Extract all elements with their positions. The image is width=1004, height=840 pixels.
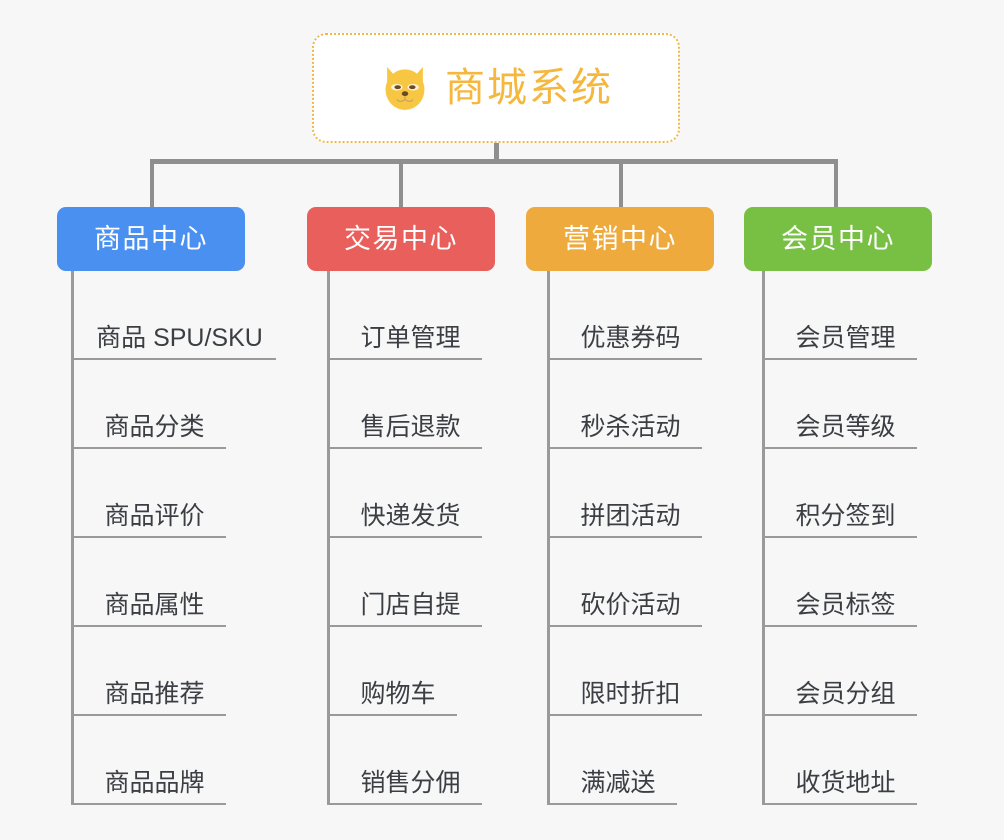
leaf-item-store-pickup[interactable]: 门店自提	[327, 538, 482, 627]
leaf-label: 商品 SPU/SKU	[96, 324, 263, 353]
leaf-item-sales-commission[interactable]: 销售分佣	[327, 716, 482, 805]
leaf-item-group-buy[interactable]: 拼团活动	[547, 449, 702, 538]
category-box-member-center[interactable]: 会员中心	[744, 207, 932, 271]
connector-horizontal-bus	[150, 159, 838, 164]
leaf-label: 限时折扣	[580, 680, 681, 709]
leaf-label: 商品推荐	[104, 680, 205, 709]
leaf-spine-member-center	[762, 271, 765, 805]
leaf-label: 订单管理	[360, 324, 461, 353]
leaf-label: 拼团活动	[580, 502, 681, 531]
category-label-product-center: 商品中心	[94, 223, 208, 254]
leaf-item-member-management[interactable]: 会员管理	[762, 271, 917, 360]
connector-drop-transaction-center	[399, 159, 403, 208]
leaf-label: 商品品牌	[104, 769, 205, 798]
leaf-item-bargain-activity[interactable]: 砍价活动	[547, 538, 702, 627]
connector-drop-marketing-center	[619, 159, 623, 208]
category-box-transaction-center[interactable]: 交易中心	[307, 207, 495, 271]
leaf-label: 秒杀活动	[580, 413, 681, 442]
leaf-label: 收货地址	[795, 769, 896, 798]
leaf-item-points-checkin[interactable]: 积分签到	[762, 449, 917, 538]
category-label-marketing-center: 营销中心	[563, 223, 677, 254]
leaf-item-full-reduction-gift[interactable]: 满减送	[547, 716, 677, 805]
leaf-item-product-category[interactable]: 商品分类	[71, 360, 226, 449]
leaf-item-product-brand[interactable]: 商品品牌	[71, 716, 226, 805]
leaf-item-coupon-code[interactable]: 优惠券码	[547, 271, 702, 360]
leaf-item-member-group[interactable]: 会员分组	[762, 627, 917, 716]
leaf-label: 门店自提	[360, 591, 461, 620]
leaf-item-shipping-address[interactable]: 收货地址	[762, 716, 917, 805]
leaf-label: 砍价活动	[580, 591, 681, 620]
leaf-label: 快递发货	[360, 502, 461, 531]
leaf-spine-product-center	[71, 271, 74, 805]
leaf-item-express-shipping[interactable]: 快递发货	[327, 449, 482, 538]
category-label-member-center: 会员中心	[781, 223, 895, 254]
leaf-label: 商品分类	[104, 413, 205, 442]
leaf-label: 商品属性	[104, 591, 205, 620]
connector-drop-product-center	[150, 159, 154, 208]
leaf-spine-marketing-center	[547, 271, 550, 805]
connector-drop-member-center	[834, 159, 838, 208]
root-node-mall-system[interactable]: 商城系统	[312, 33, 680, 143]
leaf-item-member-tag[interactable]: 会员标签	[762, 538, 917, 627]
leaf-label: 会员标签	[795, 591, 896, 620]
category-box-marketing-center[interactable]: 营销中心	[526, 207, 714, 271]
leaf-label: 优惠券码	[580, 324, 681, 353]
leaf-item-product-spu-sku[interactable]: 商品 SPU/SKU	[71, 271, 276, 360]
leaf-spine-transaction-center	[327, 271, 330, 805]
leaf-item-order-management[interactable]: 订单管理	[327, 271, 482, 360]
leaf-item-flash-sale[interactable]: 秒杀活动	[547, 360, 702, 449]
leaf-item-member-level[interactable]: 会员等级	[762, 360, 917, 449]
root-node-title: 商城系统	[445, 66, 613, 110]
leaf-item-shopping-cart[interactable]: 购物车	[327, 627, 457, 716]
leaf-item-after-sales-refund[interactable]: 售后退款	[327, 360, 482, 449]
leaf-label: 会员等级	[795, 413, 896, 442]
leaf-label: 销售分佣	[360, 769, 461, 798]
leaf-label: 会员管理	[795, 324, 896, 353]
leaf-item-product-review[interactable]: 商品评价	[71, 449, 226, 538]
connector-root-stem	[494, 143, 499, 163]
leaf-label: 商品评价	[104, 502, 205, 531]
category-label-transaction-center: 交易中心	[344, 223, 458, 254]
shiba-dog-face-icon	[385, 66, 425, 110]
leaf-item-product-attribute[interactable]: 商品属性	[71, 538, 226, 627]
leaf-item-limited-time-discount[interactable]: 限时折扣	[547, 627, 702, 716]
leaf-label: 积分签到	[795, 502, 896, 531]
leaf-item-product-recommend[interactable]: 商品推荐	[71, 627, 226, 716]
leaf-label: 购物车	[360, 680, 436, 709]
leaf-label: 售后退款	[360, 413, 461, 442]
leaf-label: 满减送	[580, 769, 656, 798]
leaf-label: 会员分组	[795, 680, 896, 709]
category-box-product-center[interactable]: 商品中心	[57, 207, 245, 271]
